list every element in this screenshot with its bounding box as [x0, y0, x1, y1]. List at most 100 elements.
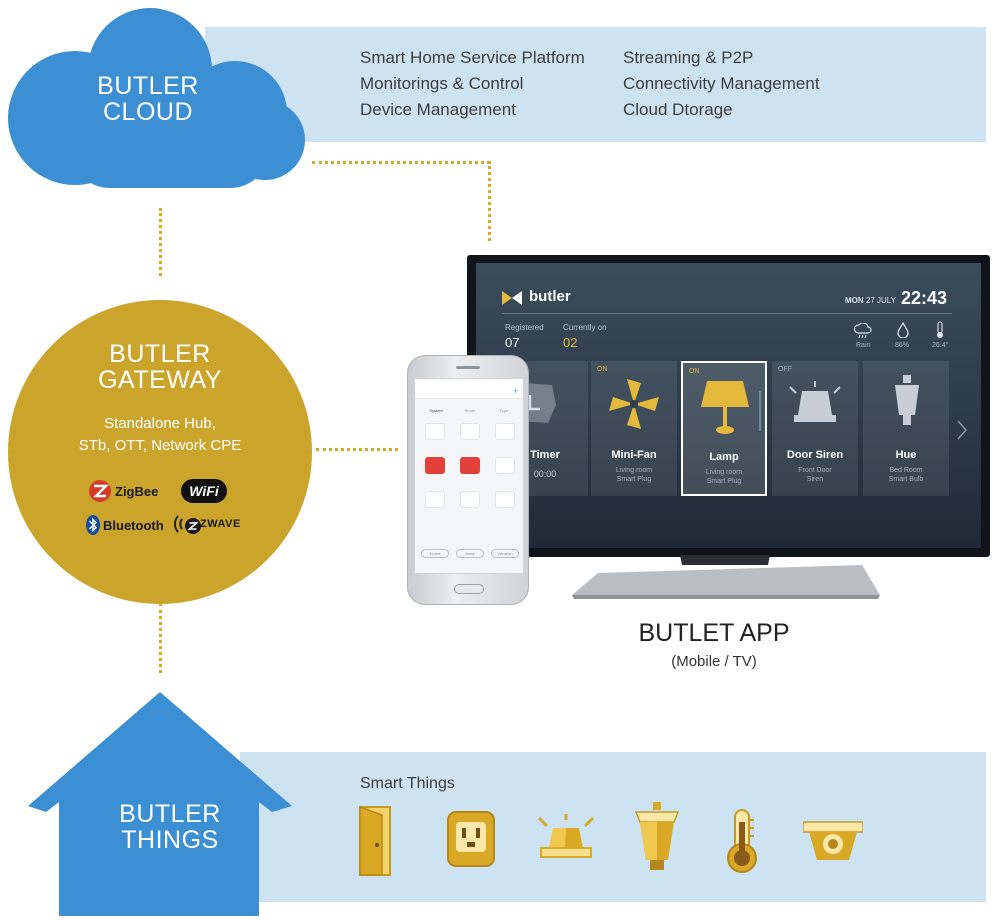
app-subtitle: (Mobile / TV) — [671, 653, 757, 670]
phone-device-tile[interactable] — [460, 457, 480, 474]
phone-status-bar — [415, 379, 523, 385]
phone-device-tile[interactable] — [425, 457, 445, 474]
cloud-feature: Smart Home Service Platform — [360, 48, 585, 67]
tv-stand — [572, 555, 880, 599]
things-title-line2: THINGS — [121, 826, 219, 854]
gateway-circle — [8, 300, 312, 604]
zigbee-logo: ZigBee — [88, 479, 158, 503]
cloud-features-col1: Smart Home Service Platform Monitorings … — [360, 45, 585, 123]
cloud-feature: Streaming & P2P — [623, 48, 754, 67]
cloud-feature: Connectivity Management — [623, 74, 820, 93]
phone-device-tile[interactable] — [495, 491, 515, 508]
phone-device-tile[interactable] — [495, 457, 515, 474]
phone-speaker — [456, 366, 480, 369]
things-title: BUTLER THINGS — [90, 801, 250, 853]
phone-device-tile[interactable] — [425, 491, 445, 508]
phone-mode-button[interactable]: Vacation — [491, 549, 519, 558]
tv-screen: butler MON 27 JULY 22:43 Registered 07 C… — [476, 263, 981, 548]
cloud-feature: Monitorings & Control — [360, 74, 524, 93]
bluetooth-logo: Bluetooth — [86, 515, 164, 535]
device-card-line2: Smart Plug — [706, 478, 742, 485]
phone-frame: + System Room Type Home Away Vacation — [407, 355, 529, 605]
phone-bottom-buttons: Home Away Vacation — [421, 549, 519, 558]
drop-icon — [897, 322, 909, 338]
phone-tab[interactable]: System — [429, 408, 443, 413]
things-panel — [240, 752, 986, 902]
thermometer-icon — [727, 809, 757, 873]
device-card-minifan[interactable]: ON Mini-Fan Living room Smart Plug — [591, 361, 677, 496]
smart-plug-icon — [447, 811, 495, 867]
zwave-logo: ZWAVE — [174, 510, 241, 538]
device-card-line2: Siren — [806, 476, 824, 483]
door-icon — [359, 805, 391, 876]
phone-header — [415, 385, 523, 399]
phone-device-tile[interactable] — [495, 423, 515, 440]
device-card-name: Mini-Fan — [611, 449, 657, 461]
phone-mode-button[interactable]: Home — [421, 549, 449, 558]
device-card-state: ON — [597, 366, 608, 373]
humidity-label: 86% — [895, 342, 910, 349]
device-card-line1: Front Door — [798, 467, 832, 474]
phone-mode-button[interactable]: Away — [456, 549, 484, 558]
device-card-line1: Living room — [705, 469, 743, 476]
zwave-label: ZWAVE — [200, 518, 241, 530]
thermometer-icon — [937, 321, 943, 338]
gateway-title-line2: GATEWAY — [98, 366, 222, 394]
connector-gateway-things — [159, 603, 162, 673]
tv-time: 22:43 — [901, 288, 948, 308]
wifi-label: WiFi — [189, 483, 219, 499]
lamp-icon — [634, 802, 680, 870]
gateway-desc-line2: STb, OTT, Network CPE — [78, 437, 242, 454]
temperature-label: 26.4° — [932, 342, 949, 349]
cloud-title-line1: BUTLER — [97, 72, 199, 100]
cloud-rain-icon — [854, 323, 872, 339]
phone-device-tile[interactable] — [460, 491, 480, 508]
cloud-feature: Device Management — [360, 100, 516, 119]
cloud-title: BUTLER CLOUD — [78, 73, 218, 125]
smart-things-label: Smart Things — [360, 775, 455, 792]
phone-tab[interactable]: Room — [464, 408, 476, 413]
device-card-hue[interactable]: Hue Bed Room Smart Bulb — [863, 361, 949, 496]
phone-home-button[interactable] — [454, 584, 484, 594]
bluetooth-label: Bluetooth — [103, 517, 164, 533]
device-card-name: Timer — [530, 449, 560, 461]
zwave-icon — [174, 515, 201, 534]
phone-device-tile[interactable] — [460, 423, 480, 440]
cloud-features-col2: Streaming & P2P Connectivity Management … — [623, 45, 820, 123]
device-card-lamp[interactable]: ON Lamp Living room Smart Plug — [681, 361, 767, 496]
device-card-name: Door Siren — [786, 449, 844, 461]
connector-cloud-app-h — [312, 161, 490, 164]
device-card-line1: Living room — [615, 467, 653, 474]
current-label: Currently on — [563, 323, 607, 332]
phone-plus-icon[interactable]: + — [513, 386, 519, 396]
tv-day: MON — [845, 296, 864, 305]
phone-device-tile[interactable] — [425, 423, 445, 440]
device-card-name: Hue — [895, 449, 917, 461]
things-title-line1: BUTLER — [119, 800, 221, 828]
device-card-line1: 00:00 — [533, 469, 557, 479]
registered-label: Registered — [505, 323, 544, 332]
phone-tab[interactable]: Type — [499, 408, 509, 413]
bluetooth-icon — [86, 515, 100, 535]
device-card-door-siren[interactable]: OFF Door Siren Front Door Siren — [772, 361, 858, 496]
house-shape — [28, 692, 292, 916]
butler-logo-icon — [502, 291, 522, 305]
siren-icon — [537, 814, 595, 858]
zigbee-label: ZigBee — [115, 483, 159, 499]
chevron-right-icon[interactable] — [956, 419, 968, 441]
connector-gateway-app — [316, 448, 398, 451]
gateway-title-line1: BUTLER — [109, 340, 211, 368]
cloud-title-line2: CLOUD — [102, 98, 193, 126]
weather-label: Rain — [856, 342, 871, 349]
connector-cloud-gateway — [159, 208, 162, 276]
cloud-shape — [8, 8, 305, 188]
lamp-icon — [701, 381, 749, 434]
fan-icon — [609, 379, 659, 429]
device-card-name: Lamp — [709, 451, 739, 463]
zigbee-icon — [89, 480, 111, 502]
bulb-icon — [895, 375, 919, 425]
gateway-desc-line1: Standalone Hub, — [104, 415, 216, 432]
lamp-level-bar[interactable] — [759, 391, 761, 431]
tv-divider — [502, 313, 952, 314]
cloud-feature: Cloud Dtorage — [623, 100, 733, 119]
